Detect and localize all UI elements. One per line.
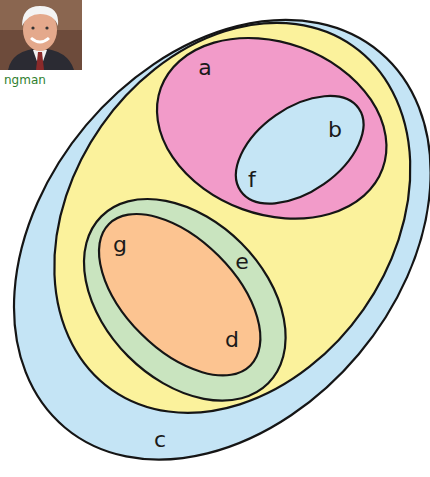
element-label: a <box>198 57 211 79</box>
element-label: g <box>113 234 127 256</box>
element-label: d <box>225 329 239 351</box>
set-region: cabfegd <box>11 17 430 463</box>
suit <box>8 48 74 70</box>
portrait-photo <box>0 0 82 70</box>
region-ellipse <box>217 74 383 225</box>
eye <box>45 26 48 29</box>
shirt <box>33 50 47 70</box>
region-ellipse <box>70 185 289 404</box>
element-label: c <box>154 429 166 451</box>
set-region: bf <box>233 93 366 207</box>
region-ellipse <box>45 160 325 440</box>
eye <box>31 26 34 29</box>
set-region: egd <box>81 196 289 404</box>
element-label: e <box>235 251 249 273</box>
element-label: f <box>248 169 256 191</box>
smile <box>31 38 49 42</box>
set-region: gd <box>96 211 263 378</box>
photo-background <box>0 0 82 70</box>
set-region: abf <box>154 35 389 222</box>
element-label: b <box>328 119 342 141</box>
hair <box>22 6 58 26</box>
tie <box>36 52 44 70</box>
photo-caption: ngman <box>4 74 46 86</box>
